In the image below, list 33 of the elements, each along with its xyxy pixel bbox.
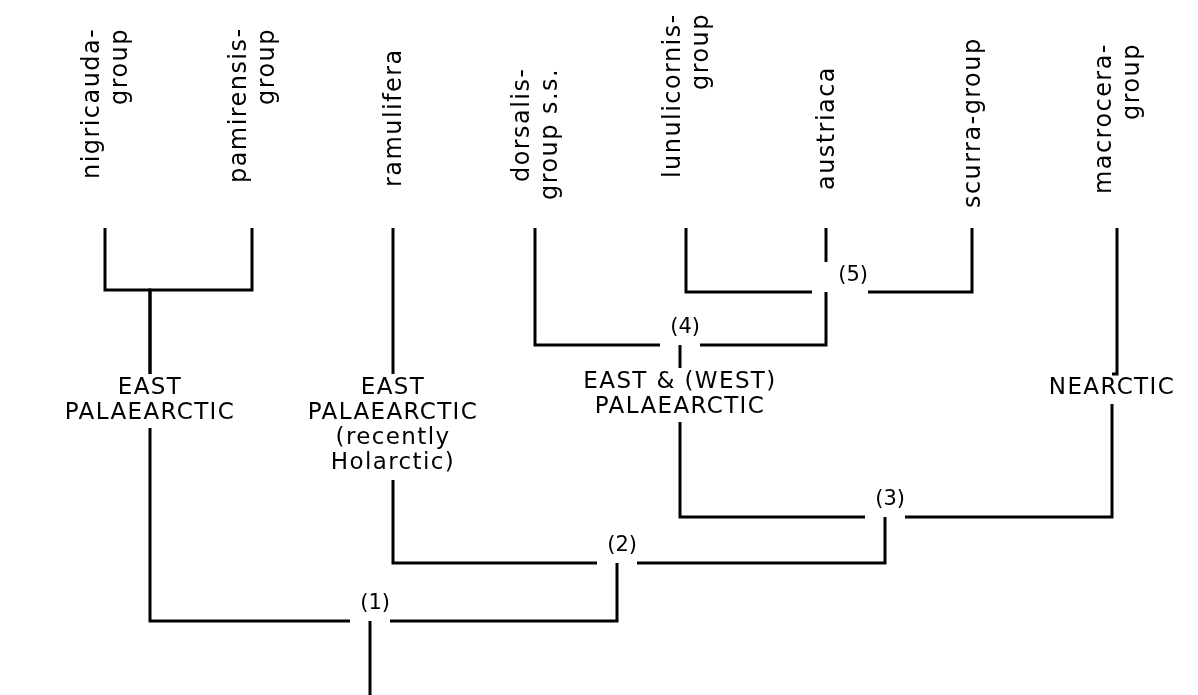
region-label: NEARCTIC [1048,373,1176,399]
taxon-label: macrocera- group [1089,43,1145,196]
node-number: (4) [670,314,700,338]
branch-line [905,404,1114,519]
branch-line [391,228,395,376]
branch-line [678,345,682,370]
taxon-label: austriaca [812,66,840,190]
branch-line [1110,228,1119,376]
taxon-label: ramulifera [379,48,407,188]
taxon-label: pamirensis- group [224,28,280,186]
branch-line [148,428,350,623]
region-label: EAST PALAEARCTIC (recently Holarctic) [307,373,479,474]
taxon-label: lunulicornis- group [658,13,714,180]
node-number: (1) [360,590,390,614]
branch-line [684,228,812,294]
branch-line [390,563,619,623]
branch-line [868,228,974,294]
region-label: EAST PALAEARCTIC [64,373,236,424]
taxon-label: scurra-group [958,37,986,209]
node-number: (3) [875,486,905,510]
branch-line [700,292,828,347]
taxon-label: dorsalis- group s.s. [507,68,563,202]
branch-line [368,621,372,695]
branch-line [533,228,660,347]
node-number: (2) [607,532,637,556]
branch-line [824,228,828,262]
branch-line [148,228,254,374]
taxon-label: nigricauda- group [77,28,133,182]
branch-line [678,422,865,519]
node-number: (5) [838,262,868,286]
branch-line [391,480,597,565]
region-label: EAST & (WEST) PALAEARCTIC [583,367,777,418]
branch-line [637,517,887,565]
